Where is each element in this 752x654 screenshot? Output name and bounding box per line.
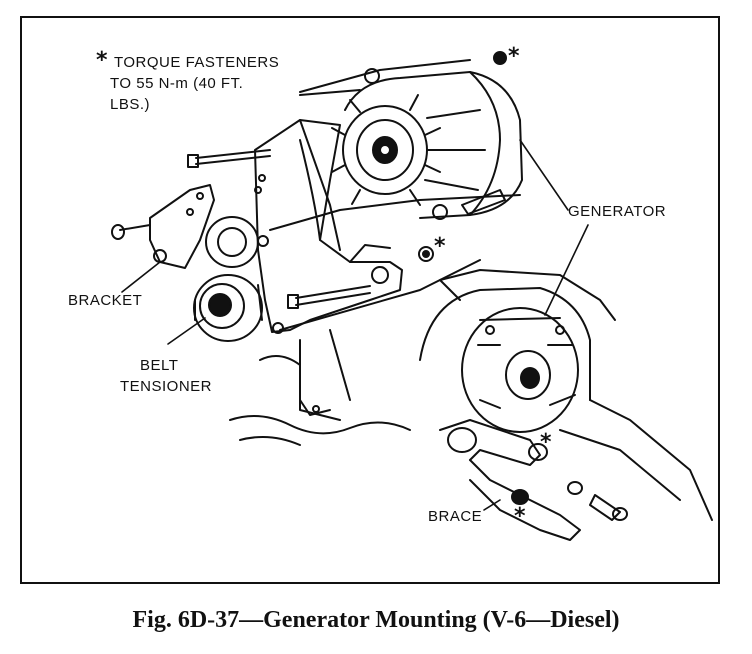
brace-label: BRACE: [428, 508, 483, 525]
leader-lines: [121, 139, 589, 511]
asterisk-marker-bracket-nut: *: [434, 234, 446, 259]
engine-block: [229, 59, 521, 446]
torque-note-asterisk: *: [96, 48, 108, 73]
bracket-label: BRACKET: [68, 292, 143, 309]
asterisk-marker-inset-upper: *: [540, 430, 552, 455]
bolts: [187, 149, 371, 309]
torque-note-line-1: TORQUE FASTENERS: [114, 54, 280, 71]
belt-tensioner-label-line-1: BELT: [140, 357, 179, 374]
belt-tensioner: [193, 216, 269, 342]
generator-inset: [419, 269, 713, 521]
mounting-bracket: [254, 119, 403, 334]
engine-lower: [259, 355, 331, 416]
belt-tensioner-label-line-2: TENSIONER: [120, 378, 213, 395]
figure-caption: Fig. 6D-37—Generator Mounting (V-6—Diese…: [132, 607, 620, 633]
torque-note-line-2: TO 55 N-m (40 FT.: [110, 75, 244, 92]
generator-label: GENERATOR: [568, 203, 667, 220]
torque-note-line-3: LBS.): [110, 96, 151, 113]
brace-inset: [439, 419, 628, 541]
torque-nuts: [418, 51, 507, 262]
small-bracket: [111, 184, 215, 269]
generator-main: [299, 68, 523, 220]
asterisk-marker-top: *: [508, 44, 520, 69]
asterisk-marker-inset-lower: *: [514, 504, 526, 529]
